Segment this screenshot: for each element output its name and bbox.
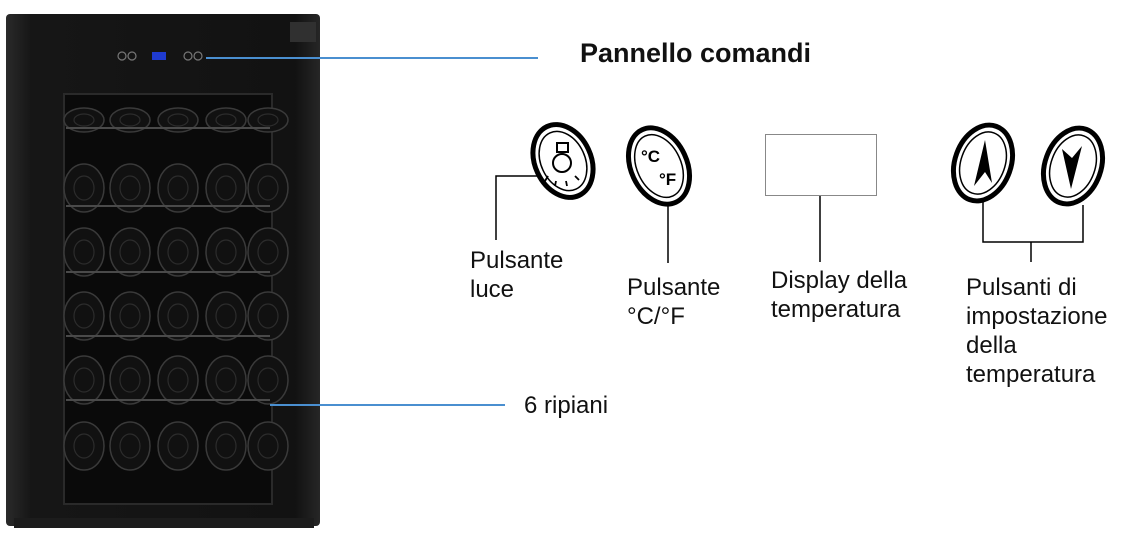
- bottle-end: [109, 107, 151, 133]
- bottle-end: [63, 355, 105, 405]
- lightbulb-icon: [530, 122, 596, 200]
- bottle-neck: [119, 113, 141, 127]
- bottle-neck: [167, 113, 189, 127]
- bottle-end: [157, 291, 199, 341]
- bottle-neck: [119, 367, 141, 393]
- bottle-end: [157, 355, 199, 405]
- shelf-lines: [66, 127, 270, 401]
- temperature-display: [765, 134, 877, 196]
- bottle-neck: [73, 175, 95, 201]
- bottle-neck: [167, 303, 189, 329]
- bottle-neck: [167, 239, 189, 265]
- arrow-up-icon: [951, 122, 1015, 204]
- bottle-rows: [63, 107, 289, 471]
- bottle-neck: [119, 433, 141, 459]
- bottle-end: [247, 421, 289, 471]
- bottle-end: [247, 291, 289, 341]
- bottle-neck: [73, 433, 95, 459]
- bottle-end: [205, 291, 247, 341]
- bottle-neck: [257, 239, 279, 265]
- bottle-neck: [257, 113, 279, 127]
- bottle-end: [63, 227, 105, 277]
- bottle-neck: [167, 367, 189, 393]
- bottle-neck: [73, 113, 95, 127]
- arrow-down-icon: [1041, 125, 1105, 207]
- light-button-label: Pulsante luce: [470, 247, 564, 303]
- bottle-end: [157, 421, 199, 471]
- bottle-neck: [119, 239, 141, 265]
- bottle-neck: [257, 175, 279, 201]
- bottle-end: [205, 227, 247, 277]
- bottle-neck: [215, 113, 237, 127]
- bottle-neck: [215, 175, 237, 201]
- bottle-end: [157, 227, 199, 277]
- bottle-end: [109, 227, 151, 277]
- bottle-neck: [257, 303, 279, 329]
- celsius-fahrenheit-icon: °C °F: [626, 125, 692, 207]
- connector-set-buttons: [982, 202, 1084, 243]
- bottle-end: [63, 421, 105, 471]
- bottle-end: [63, 107, 105, 133]
- bottle-end: [109, 163, 151, 213]
- unit-button-label: Pulsante °C/°F: [627, 274, 721, 330]
- celsius-glyph: °C: [641, 147, 660, 166]
- bottle-end: [109, 421, 151, 471]
- bottle-neck: [119, 303, 141, 329]
- bottle-neck: [73, 303, 95, 329]
- bottle-end: [247, 355, 289, 405]
- bottle-end: [205, 421, 247, 471]
- bottle-end: [63, 291, 105, 341]
- bottle-neck: [167, 433, 189, 459]
- bottle-end: [157, 107, 199, 133]
- bottle-neck: [215, 367, 237, 393]
- control-panel: [117, 51, 203, 61]
- bottle-end: [205, 355, 247, 405]
- bottle-end: [109, 355, 151, 405]
- bottle-end: [205, 163, 247, 213]
- display-label: Display della temperatura: [771, 267, 908, 323]
- connector-light: [495, 175, 538, 240]
- bottle-end: [205, 107, 247, 133]
- bottle-end: [63, 163, 105, 213]
- bottle-neck: [167, 175, 189, 201]
- bottle-neck: [73, 239, 95, 265]
- bottle-neck: [257, 433, 279, 459]
- bottle-neck: [257, 367, 279, 393]
- bottle-end: [247, 227, 289, 277]
- fahrenheit-glyph: °F: [659, 170, 676, 189]
- bottle-end: [157, 163, 199, 213]
- control-panel-title: Pannello comandi: [580, 38, 812, 68]
- bottle-neck: [215, 239, 237, 265]
- shelves-label: 6 ripiani: [524, 392, 609, 419]
- bottle-neck: [73, 367, 95, 393]
- set-buttons-label: Pulsanti di impostazione della temperatu…: [966, 274, 1108, 388]
- bottle-neck: [215, 433, 237, 459]
- bottle-end: [247, 163, 289, 213]
- bottle-neck: [215, 303, 237, 329]
- bottle-end: [247, 107, 289, 133]
- bottle-end: [109, 291, 151, 341]
- bottle-neck: [119, 175, 141, 201]
